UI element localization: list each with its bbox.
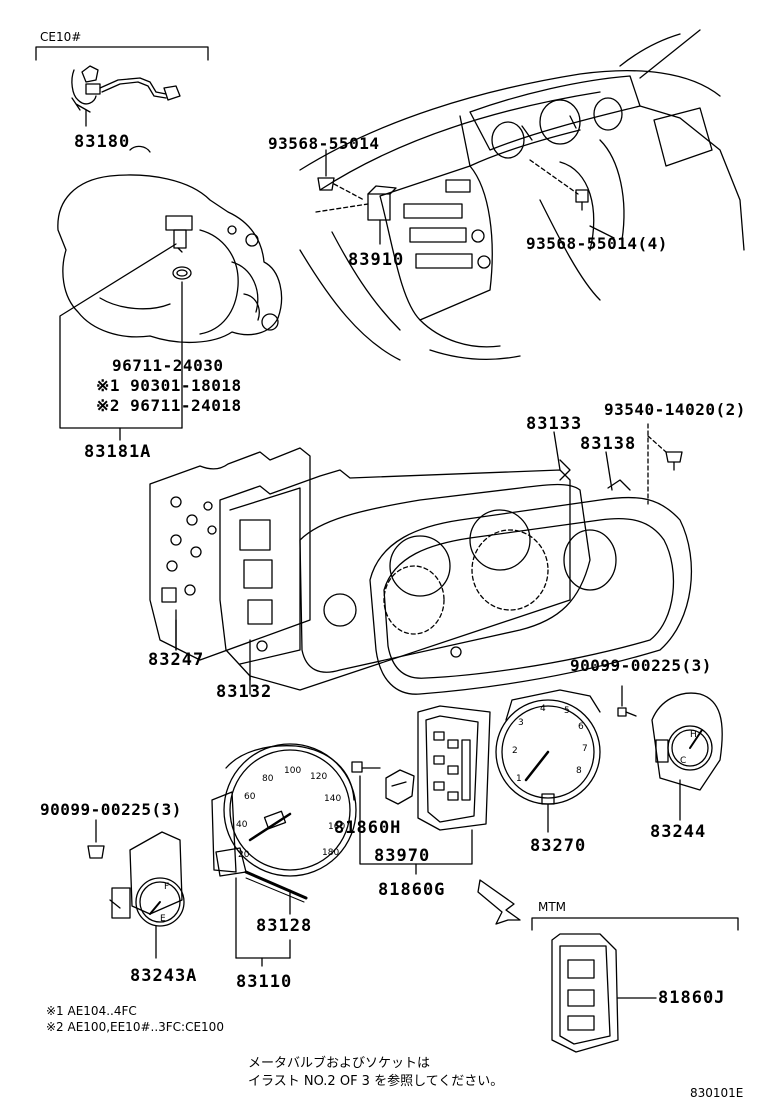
speedo-tick-20: 20: [238, 850, 250, 860]
part-83110[interactable]: 83110: [236, 972, 293, 992]
part-83970[interactable]: 83970: [374, 846, 431, 866]
tacho-tick-1: 1: [516, 774, 522, 784]
part-81860j[interactable]: 81860J: [658, 988, 726, 1008]
tacho-tick-2: 2: [512, 746, 518, 756]
temp-gauge-83244: [651, 692, 723, 821]
printed-circuit-83970: [417, 705, 491, 831]
speedo-tick-140: 140: [324, 794, 342, 804]
part-83181a[interactable]: 83181A: [84, 442, 152, 462]
part-81860h[interactable]: 81860H: [334, 818, 402, 838]
cluster-lens-83138: [369, 479, 693, 695]
ce10-group-label: CE10#: [40, 30, 82, 44]
part-93568-55014-right[interactable]: 93568-55014(4): [526, 234, 668, 253]
part-83244[interactable]: 83244: [650, 822, 707, 842]
part-83247[interactable]: 83247: [148, 650, 205, 670]
mtm-group-label: MTM: [538, 900, 567, 914]
tacho-tick-4: 4: [540, 704, 546, 714]
screw-90099-left: [87, 819, 105, 859]
tacho-tick-7: 7: [582, 744, 588, 754]
footnote-2: ※2 AE100,EE10#..3FC:CE100: [46, 1020, 224, 1034]
speedo-tick-60: 60: [244, 792, 256, 802]
cluster-housing-83133: [299, 459, 591, 673]
screw-93540: [647, 423, 683, 505]
dashboard-illustration: [299, 29, 745, 361]
temp-hot-mark: H: [690, 730, 697, 740]
tacho-tick-8: 8: [576, 766, 582, 776]
speedo-tick-180: 180: [322, 848, 340, 858]
part-90099-00225-right[interactable]: 90099-00225(3): [570, 656, 712, 675]
screw-93568-right: [529, 159, 615, 239]
speedometer-83128: [211, 743, 357, 903]
tacho-tick-5: 5: [564, 706, 570, 716]
part-96711-24030[interactable]: 96711-24030: [112, 356, 224, 375]
japanese-note-line1: メータバルブおよびソケットは: [248, 1056, 431, 1071]
speedo-tick-40: 40: [236, 820, 248, 830]
part-83180[interactable]: 83180: [74, 132, 131, 152]
transmission-illustration: [57, 174, 283, 344]
speedo-tick-100: 100: [284, 766, 302, 776]
socket-81860h: [385, 769, 415, 805]
tacho-tick-3: 3: [518, 718, 524, 728]
cluster-housing-83247: [149, 447, 311, 661]
screw-93568-left: [317, 149, 365, 201]
socket-81860j: [551, 933, 657, 1053]
japanese-note-line2: イラスト NO.2 OF 3 を参照してください。: [248, 1074, 504, 1089]
sensor-83180-illustration: [71, 65, 181, 153]
temp-cold-mark: C: [680, 756, 687, 766]
part-81860g[interactable]: 81860G: [378, 880, 446, 900]
part-83910[interactable]: 83910: [348, 250, 405, 270]
speedo-tick-120: 120: [310, 772, 328, 782]
screw-81860-left: [351, 761, 381, 773]
part-83132[interactable]: 83132: [216, 682, 273, 702]
tacho-tick-6: 6: [578, 722, 584, 732]
speedo-tick-160: 160: [328, 822, 346, 832]
part-90099-00225-left[interactable]: 90099-00225(3): [40, 800, 182, 819]
part-96711-24018[interactable]: ※2 96711-24018: [96, 396, 242, 415]
fuel-empty-mark: E: [160, 914, 166, 924]
part-93568-55014-left[interactable]: 93568-55014: [268, 134, 380, 153]
part-83270[interactable]: 83270: [530, 836, 587, 856]
view-arrow: [477, 879, 521, 925]
part-83138[interactable]: 83138: [580, 434, 637, 454]
footnote-1: ※1 AE104..4FC: [46, 1004, 137, 1018]
part-83128[interactable]: 83128: [256, 916, 313, 936]
figure-id: 830101E: [690, 1086, 744, 1100]
fuel-gauge-83243a: [109, 831, 185, 927]
part-90301-18018[interactable]: ※1 90301-18018: [96, 376, 242, 395]
speedo-tick-80: 80: [262, 774, 274, 784]
part-83243a[interactable]: 83243A: [130, 966, 198, 986]
part-83133[interactable]: 83133: [526, 414, 583, 434]
fuel-full-mark: F: [164, 882, 170, 892]
part-93540-14020[interactable]: 93540-14020(2): [604, 400, 746, 419]
screw-90099-right: [617, 685, 637, 717]
